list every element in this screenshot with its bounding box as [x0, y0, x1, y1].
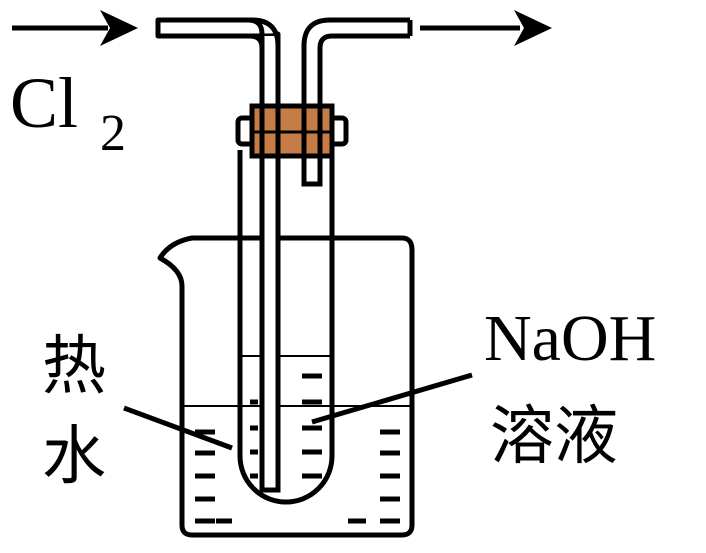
gas-label: Cl: [10, 63, 78, 143]
gas-subscript: 2: [100, 105, 126, 162]
hot-water-label-line1: 热: [42, 331, 106, 402]
inlet-tube-bend-outer: [158, 17, 281, 47]
inlet-tube-bend-inner: [158, 33, 265, 49]
test-tube: [237, 150, 335, 505]
inlet-arrow-icon: [12, 10, 138, 46]
hot-water-leader: [123, 405, 233, 451]
beaker: [157, 235, 415, 538]
solution-label-line2: 溶液: [490, 401, 618, 472]
solution-leader: [311, 372, 473, 425]
outlet-tube-bend-inner: [317, 33, 410, 49]
outlet-tube-bend-outer: [301, 17, 410, 47]
outlet-arrow-icon: [420, 10, 552, 46]
hot-water-hatching: [195, 429, 400, 524]
solution-hatching: [250, 373, 322, 479]
solution-label-line1: NaOH: [484, 302, 656, 375]
rubber-stopper: [235, 103, 349, 159]
hot-water-label-line2: 水: [42, 421, 106, 492]
inlet-tube-walls: [259, 36, 281, 493]
